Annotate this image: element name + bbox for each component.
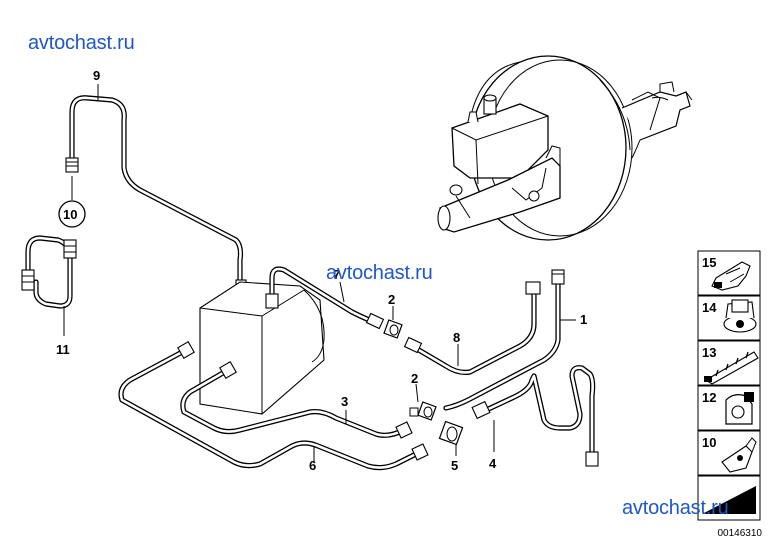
- fitting-2-upper: [383, 319, 403, 339]
- callout-2a: 2: [388, 292, 395, 307]
- brake-pipe-1: [443, 269, 565, 411]
- watermark-center: avtochast.ru: [326, 262, 433, 284]
- parts-legend: 15 14 13 12 10: [697, 250, 761, 521]
- legend-label-12: 12: [702, 390, 716, 405]
- callout-11: 11: [56, 342, 70, 357]
- callout-2b: 2: [411, 371, 418, 386]
- brake-pipe-4: [471, 365, 599, 467]
- holder-strip-icon: [704, 351, 759, 385]
- brake-booster: [437, 55, 693, 241]
- fitting-2-lower: [409, 401, 437, 421]
- wedge-icon: [702, 486, 756, 514]
- callout-5: 5: [451, 458, 458, 473]
- clip-icon: [711, 261, 751, 291]
- callout-8: 8: [453, 330, 460, 345]
- grommet-holder-icon: [723, 299, 757, 333]
- callout-4: 4: [489, 456, 497, 471]
- bracket-icon: [721, 437, 757, 473]
- fitting-5: [438, 420, 464, 446]
- legend-label-14: 14: [702, 300, 717, 315]
- legend-label-13: 13: [702, 345, 716, 360]
- brake-pipe-8: [403, 281, 541, 375]
- legend-label-10: 10: [702, 435, 716, 450]
- diagram-code: 00146310: [717, 528, 763, 539]
- callout-line-7: [339, 281, 345, 303]
- hydraulic-unit: [199, 281, 325, 415]
- brake-pipe-3: [180, 361, 413, 439]
- callout-7: 7: [333, 267, 340, 282]
- callout-10-circle: 10: [58, 200, 86, 228]
- brake-pipe-6: [118, 341, 429, 471]
- callout-10: 10: [63, 207, 77, 222]
- callout-3: 3: [341, 394, 348, 409]
- brake-hose-11: [21, 235, 77, 309]
- callout-line-2b: [415, 383, 419, 403]
- brake-pipe-9: [65, 95, 247, 295]
- pipe-holder-icon: [725, 392, 754, 425]
- brake-pipe-7: [265, 266, 385, 330]
- callout-9: 9: [93, 68, 100, 83]
- watermark-top-left: avtochast.ru: [28, 32, 135, 54]
- callout-1: 1: [580, 312, 587, 327]
- watermark-bottom-right: avtochast.ru: [622, 497, 729, 519]
- callout-6: 6: [309, 458, 316, 473]
- legend-label-15: 15: [702, 255, 716, 270]
